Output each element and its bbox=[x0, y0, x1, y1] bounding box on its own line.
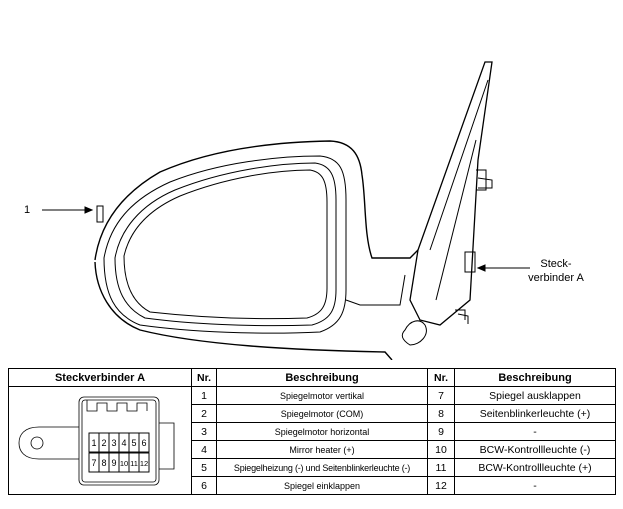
connector-pin-label: 12 bbox=[140, 459, 148, 468]
callout-arrows bbox=[42, 206, 530, 272]
connector-pin-label: 7 bbox=[91, 458, 96, 468]
pin-number: 2 bbox=[191, 404, 217, 423]
header-description-1: Beschreibung bbox=[216, 368, 428, 387]
pin-number: 3 bbox=[191, 422, 217, 441]
pin-description: - bbox=[454, 476, 616, 495]
table-row: 5 Spiegelheizung (-) und Seitenblinkerle… bbox=[9, 458, 616, 477]
pin-description: Spiegel ausklappen bbox=[454, 386, 616, 405]
connector-a-callout: Steck- verbinder A bbox=[520, 257, 592, 285]
connector-pin-label: 10 bbox=[120, 459, 128, 468]
side-mirror-drawing bbox=[42, 61, 530, 360]
connector-pin-label: 9 bbox=[111, 458, 116, 468]
pin-description: Spiegelheizung (-) und Seitenblinkerleuc… bbox=[216, 458, 428, 477]
connector-pinout-table: Steckverbinder A Nr. Beschreibung Nr. Be… bbox=[8, 368, 616, 495]
connector-pin-label: 2 bbox=[101, 438, 106, 448]
pin-description: Mirror heater (+) bbox=[216, 440, 428, 459]
connector-pin-label: 11 bbox=[130, 459, 138, 468]
pin-number: 10 bbox=[427, 440, 455, 459]
pin-description: BCW-Kontrollleuchte (+) bbox=[454, 458, 616, 477]
pin-number: 1 bbox=[191, 386, 217, 405]
mirror-base-plate bbox=[401, 61, 493, 346]
connector-pin-label: 4 bbox=[121, 438, 126, 448]
connector-callout-line1: Steck- bbox=[540, 258, 572, 270]
pin-number: 11 bbox=[427, 458, 455, 477]
table-row: 3 Spiegelmotor horizontal 9 - bbox=[9, 422, 616, 441]
table-header-row: Steckverbinder A Nr. Beschreibung Nr. Be… bbox=[8, 368, 616, 387]
connector-pin-label: 8 bbox=[101, 458, 106, 468]
pin-number: 12 bbox=[427, 476, 455, 495]
header-description-2: Beschreibung bbox=[454, 368, 616, 387]
pin-description: - bbox=[454, 422, 616, 441]
pin-number: 5 bbox=[191, 458, 217, 477]
pin-description: Spiegelmotor vertikal bbox=[216, 386, 428, 405]
connector-pin-label: 3 bbox=[111, 438, 116, 448]
header-nr-2: Nr. bbox=[427, 368, 455, 387]
pin-description: Spiegelmotor (COM) bbox=[216, 404, 428, 423]
pin-description: Spiegel einklappen bbox=[216, 476, 428, 495]
header-nr-1: Nr. bbox=[191, 368, 217, 387]
pin-description: BCW-Kontrollleuchte (-) bbox=[454, 440, 616, 459]
pin-description: Seitenblinkerleuchte (+) bbox=[454, 404, 616, 423]
mirror-housing bbox=[94, 140, 419, 360]
pin-number: 7 bbox=[427, 386, 455, 405]
table-row: 2 Spiegelmotor (COM) 8 Seitenblinkerleuc… bbox=[9, 404, 616, 423]
connector-pin-label: 6 bbox=[141, 438, 146, 448]
connector-pin-cell bbox=[138, 432, 150, 453]
pin-description: Spiegelmotor horizontal bbox=[216, 422, 428, 441]
callout-1-label: 1 bbox=[24, 204, 31, 216]
pin-number: 4 bbox=[191, 440, 217, 459]
pin-number: 9 bbox=[427, 422, 455, 441]
connector-pin-label: 1 bbox=[91, 438, 96, 448]
table-row: 6 Spiegel einklappen 12 - bbox=[9, 476, 616, 495]
connector-pin-cell bbox=[138, 452, 150, 473]
pin-number: 6 bbox=[191, 476, 217, 495]
header-connector: Steckverbinder A bbox=[8, 368, 192, 387]
connector-pin-label: 5 bbox=[131, 438, 136, 448]
connector-callout-line2: verbinder A bbox=[528, 272, 584, 284]
pin-number: 8 bbox=[427, 404, 455, 423]
